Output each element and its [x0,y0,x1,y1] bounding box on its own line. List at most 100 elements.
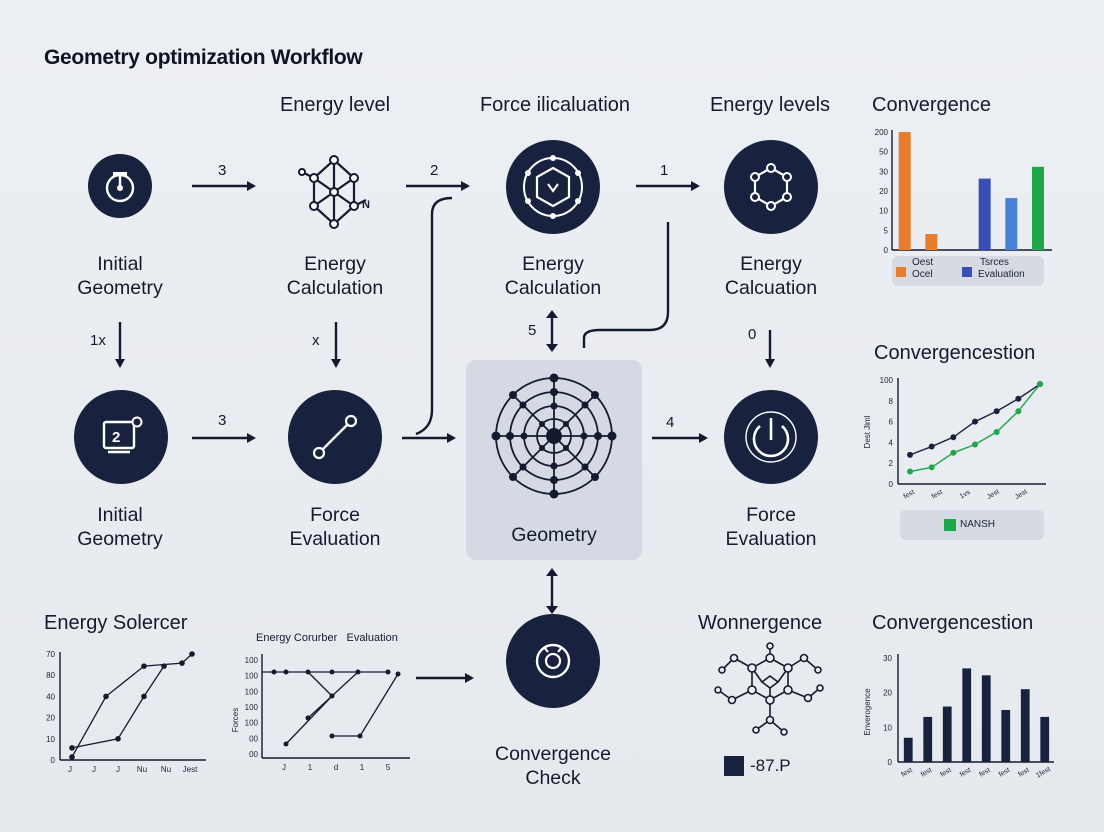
legend-label-ocel: Ocel [912,269,933,280]
solercer-ytick: 0 [51,756,56,765]
line-point [1015,395,1022,402]
solercer-xtick: Nu [161,765,171,774]
bar2-xtick: fest [959,767,972,779]
force-link-icon [288,390,382,484]
solercer-ytick: 80 [46,671,55,680]
convergence-bar [978,178,991,250]
bar2-ytick: 0 [888,758,893,767]
mid-ytick: 100 [245,703,259,712]
header-force-calculation: Force ilicaluation [479,94,631,116]
mid-ytick: 00 [249,734,258,743]
line-ytick: 8 [889,397,894,406]
line-point [993,429,1000,435]
line-chart-legend: NANSH [900,510,1044,540]
bar2-bar [923,716,933,762]
power-icon [724,390,818,484]
line-point [1015,408,1022,415]
bar2-xtick: 1fest [1035,766,1052,780]
solercer-point [69,754,75,760]
energy-corurber-title: Energy Corurber Evaluation [256,632,398,644]
solercer-point [69,745,75,751]
convergence-bar2-title: Convergencestion [872,612,1034,634]
mid-ytick: 100 [245,656,259,665]
line-ytick: 6 [889,418,894,427]
line-point [950,434,957,441]
line-point [1037,381,1043,388]
bar2-xtick: fest [978,767,991,779]
solercer-xtick: J [68,765,72,774]
solercer-point [161,663,167,669]
line-xtick: Jest [1014,488,1029,501]
line-point [993,408,1000,415]
mid-ytick: 100 [245,719,259,728]
solercer-ytick: 20 [46,714,55,723]
convergence-bar [1032,166,1044,250]
bar2-xtick: fest [998,767,1011,779]
convergence-bar [898,132,911,250]
bar2-bar [1040,716,1050,762]
hexagon-molecule-icon [724,140,818,234]
legend-label-oest: Oest [912,257,934,268]
line-point [907,451,913,458]
svg-text:N: N [362,199,370,211]
line-point [972,418,978,425]
initial-geometry-screen-icon: 2 [74,390,168,484]
legend-swatch-orange [896,267,906,277]
bar2-ytick: 10 [883,723,892,732]
solercer-ytick: 70 [46,650,55,659]
bar-ytick: 50 [879,148,888,157]
bar2-bar [1001,710,1011,762]
solercer-xtick: J [116,765,120,774]
solercer-ytick: 40 [46,692,55,701]
solercer-point [103,693,109,700]
convergence-check-icon [506,614,600,708]
bar2-xtick: fest [900,767,913,779]
bar2-xtick: fest [1017,767,1030,779]
bar2-ytick: 20 [883,689,892,698]
bar2-xtick: fest [939,767,952,779]
convergence-bar2-chart: Enverogence 30 20 10 0 fest fest fest fest fest… [863,654,1054,780]
header-energy-levels: Energy levels [709,94,831,116]
convergence-bar [1005,198,1018,250]
bar2-ytick: 30 [883,654,892,663]
bar-ytick: 30 [879,167,888,176]
arrow-label-2: 2 [430,162,439,179]
wonnergence-title: Wonnergence [698,612,823,634]
mid-chart-line-e [359,673,399,737]
bar-ytick: 5 [884,226,889,235]
line-xtick: 1vs [959,489,972,501]
svg-text:2: 2 [112,429,120,446]
arrow-label-3b: 3 [218,412,227,429]
solercer-point [141,663,147,669]
legend-swatch-blue [962,267,972,277]
page-title: Geometry optimization Workflow [44,46,363,69]
solercer-point [179,660,185,666]
legend-label-evaluation: Evaluation [978,269,1025,280]
bar2-ylabel: Enverogence [863,688,872,736]
solercer-xtick: Jest [183,765,198,774]
legend-label-nansh: NANSH [960,519,996,530]
arrow-label-5: 5 [528,322,537,339]
line-point [950,449,957,456]
line-ytick: 2 [889,459,894,468]
bar2-xtick: fest [920,767,933,779]
mid-chart-ylabel: Forces [231,708,240,732]
convergence-legend: Oest Ocel Tsrces Evaluation [892,256,1044,286]
mid-chart-line-c [307,695,333,719]
bar-ytick: 10 [879,207,888,216]
mid-xtick: 5 [386,763,391,772]
mid-ytick: 100 [245,687,259,696]
solercer-point [189,651,195,657]
solercer-point [141,693,147,700]
arrow-label-3: 3 [218,162,227,179]
mid-chart-line-a [285,671,359,745]
mid-xtick: J [282,763,286,772]
